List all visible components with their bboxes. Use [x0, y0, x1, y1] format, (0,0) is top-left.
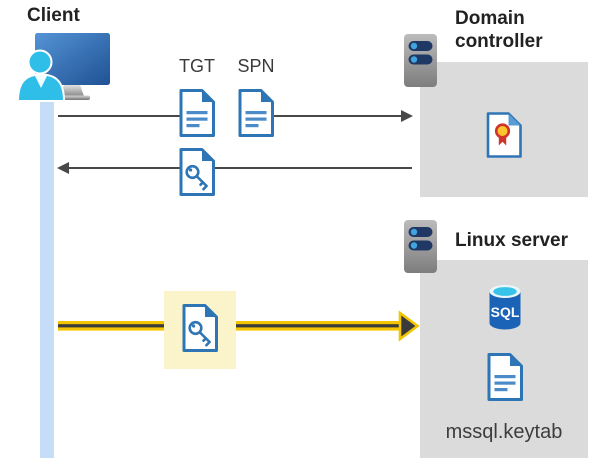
linux-server-icon	[404, 220, 437, 273]
client-workstation-icon	[16, 33, 110, 102]
spn-document-icon	[238, 89, 274, 137]
ticket-key-document-icon	[179, 148, 215, 196]
tgt-label: TGT	[179, 56, 215, 76]
request-arrow-line	[270, 115, 402, 117]
request-arrowhead-icon	[401, 110, 413, 122]
service-ticket-arrow-icon	[58, 310, 420, 342]
domain-controller-server-icon	[404, 34, 437, 87]
spn-label: SPN	[237, 56, 275, 76]
certificate-icon	[486, 112, 522, 158]
keytab-file-label: mssql.keytab	[445, 421, 563, 443]
tgt-document-icon	[179, 89, 215, 137]
response-arrowhead-icon	[57, 162, 69, 174]
response-arrow-line	[212, 167, 412, 169]
sql-database-icon: SQL	[489, 285, 521, 330]
linux-server-label: Linux server	[455, 230, 568, 251]
domain-controller-label: Domain controller	[455, 8, 543, 52]
client-label: Client	[27, 5, 80, 26]
response-arrow-line	[68, 167, 182, 169]
keytab-document-icon	[487, 353, 523, 401]
request-arrow-line	[58, 115, 182, 117]
service-ticket-key-document-icon	[182, 304, 218, 352]
client-lifeline	[40, 92, 54, 458]
sql-badge-text: SQL	[491, 304, 520, 320]
